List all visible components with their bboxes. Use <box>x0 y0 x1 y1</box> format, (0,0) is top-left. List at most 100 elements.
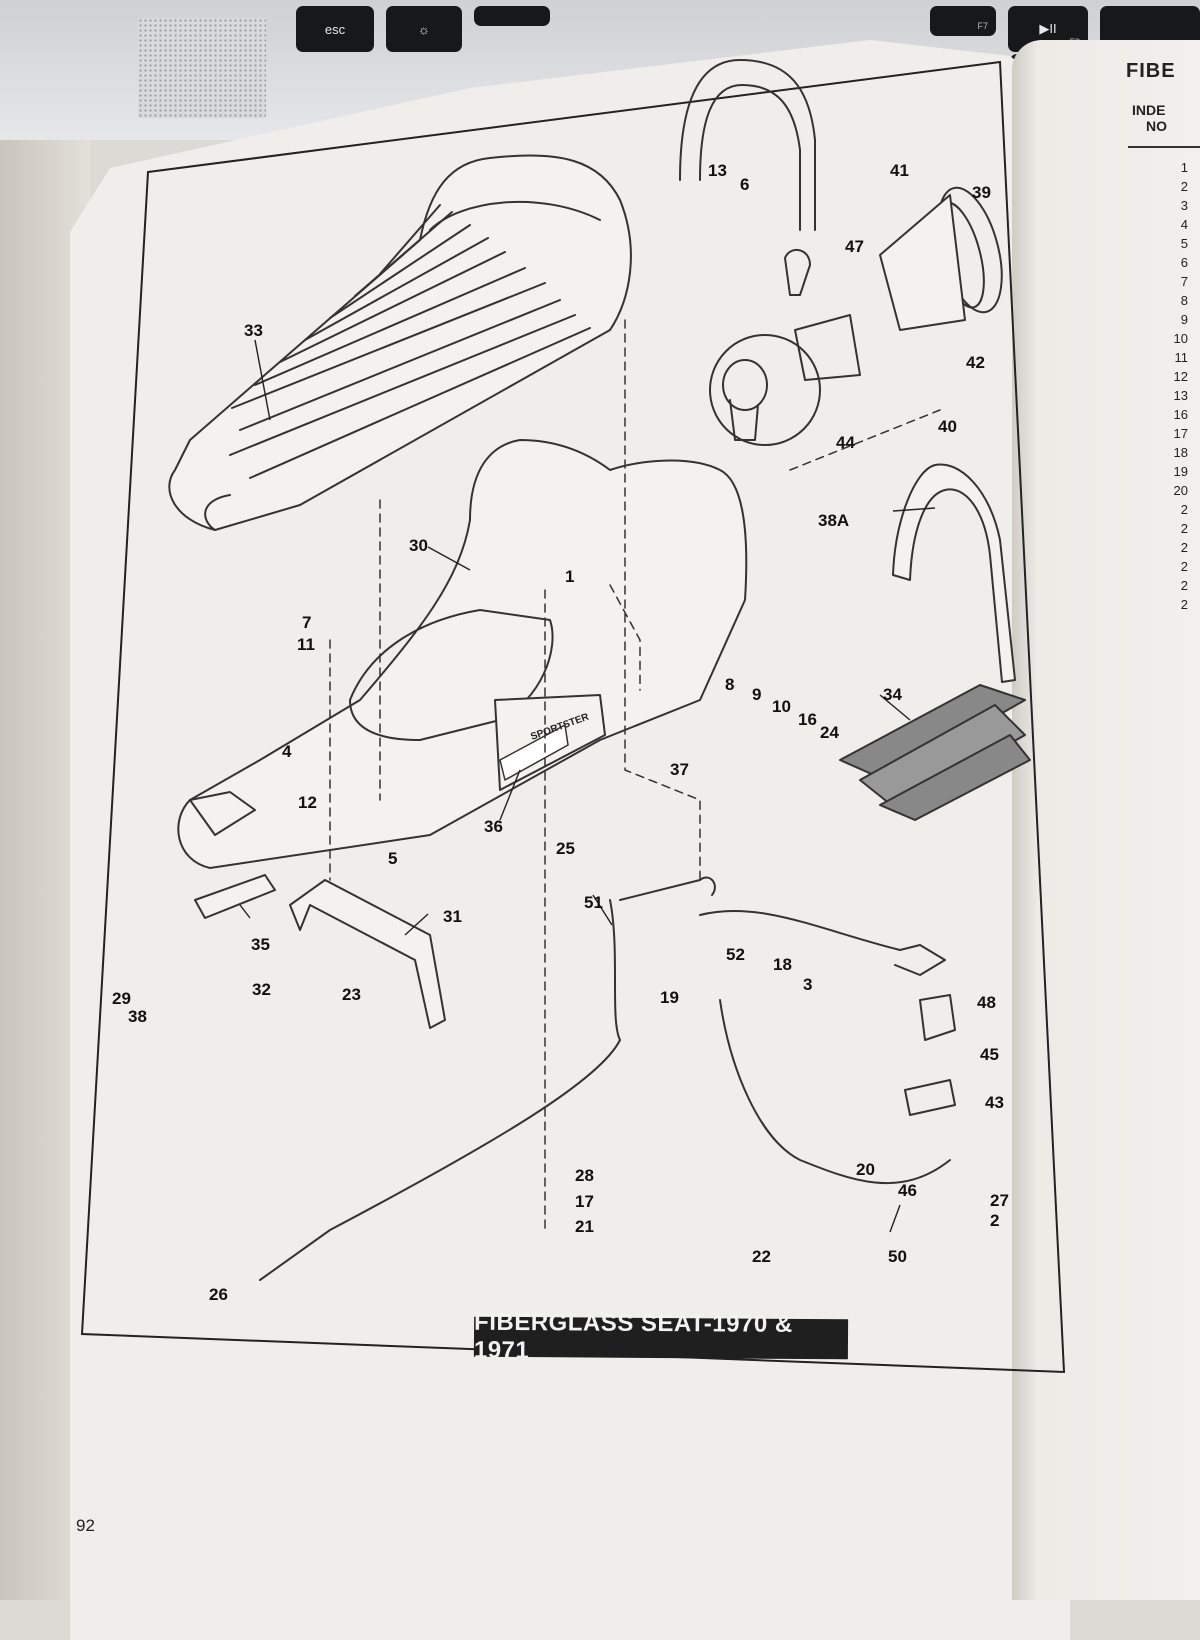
index-number: 5 <box>1180 236 1188 251</box>
part-label: 32 <box>252 980 271 999</box>
index-number: 4 <box>1180 217 1188 232</box>
part-label: 48 <box>977 993 996 1012</box>
part-label: 29 <box>112 989 131 1008</box>
part-label: 7 <box>302 613 311 632</box>
index-number: 19 <box>1173 464 1188 479</box>
ground-wire-drawing <box>719 999 951 1185</box>
index-number: 18 <box>1173 445 1188 460</box>
part-label: 11 <box>297 635 315 654</box>
part-label: 22 <box>752 1247 771 1266</box>
part-label: 30 <box>409 536 428 555</box>
right-page <box>1012 40 1200 1600</box>
keyboard-key <box>474 6 550 26</box>
page-number: 92 <box>76 1516 95 1535</box>
part-label: 21 <box>575 1217 594 1236</box>
part-label: 10 <box>772 697 791 716</box>
part-label: 28 <box>575 1166 594 1185</box>
part-label: 50 <box>888 1247 907 1266</box>
speaker-grille <box>138 18 266 118</box>
part-label: 13 <box>708 161 727 180</box>
index-number: 2 <box>1180 540 1188 555</box>
index-number: 2 <box>1180 179 1188 194</box>
index-number: 17 <box>1173 426 1188 441</box>
index-header-rule <box>1128 146 1200 148</box>
parts-diagram: 1234567891011121316171819202122232425262… <box>80 59 1066 1374</box>
index-header: INDE <box>1132 102 1166 118</box>
index-number: 7 <box>1180 274 1188 289</box>
part-label: 31 <box>443 907 462 926</box>
part-label: 37 <box>670 760 689 779</box>
seat-base-drawing <box>177 439 748 869</box>
part-label: 26 <box>209 1285 228 1304</box>
part-label: 23 <box>342 985 361 1004</box>
leader-lines <box>239 339 936 1233</box>
part-label: 42 <box>966 353 985 372</box>
part-label: 2 <box>990 1211 999 1230</box>
part-label: 44 <box>836 433 855 452</box>
part-label: 6 <box>740 175 749 194</box>
sissy-bar-drawing <box>892 463 1016 683</box>
part-label: 17 <box>575 1192 594 1211</box>
seat-cover-drawing <box>168 154 632 531</box>
part-label: 19 <box>660 988 679 1007</box>
part-label: 18 <box>773 955 792 974</box>
part-label: 34 <box>883 685 902 704</box>
right-page-title: FIBE <box>1126 60 1176 82</box>
part-label: 46 <box>898 1181 917 1200</box>
index-number: 2 <box>1180 578 1188 593</box>
index-number: 11 <box>1174 350 1189 365</box>
index-number: 9 <box>1180 312 1188 327</box>
index-number: 2 <box>1180 559 1188 574</box>
part-label: 41 <box>890 161 909 180</box>
index-number: 2 <box>1180 521 1188 536</box>
rubber-strip-drawing <box>839 684 1031 821</box>
part-label: 9 <box>752 685 761 704</box>
keyboard-key-brightness: ☼ <box>386 6 462 52</box>
part-label: 36 <box>484 817 503 836</box>
part-label: 1 <box>565 567 574 586</box>
part-label: 38A <box>818 511 849 530</box>
handrail-drawing <box>679 59 816 231</box>
part-label: 38 <box>128 1007 147 1026</box>
index-number: 8 <box>1180 293 1188 308</box>
keyboard-key-esc: esc <box>296 6 374 52</box>
index-number: 2 <box>1180 597 1188 612</box>
part-label: 47 <box>845 237 864 256</box>
index-number: 3 <box>1180 198 1188 213</box>
part-label: 33 <box>244 321 263 340</box>
index-number: 6 <box>1180 255 1188 270</box>
index-number: 16 <box>1173 407 1188 422</box>
part-label: 51 <box>584 893 603 912</box>
part-label: 3 <box>803 975 812 994</box>
part-label: 8 <box>725 675 734 694</box>
part-labels: 1234567891011121316171819202122232425262… <box>112 161 1009 1304</box>
index-header-no: NO <box>1146 118 1167 134</box>
part-label: 25 <box>556 839 575 858</box>
index-number: 13 <box>1173 388 1188 403</box>
keyboard-key-f7: F7 <box>930 6 996 36</box>
part-label: 45 <box>980 1045 999 1064</box>
part-label: 5 <box>388 849 397 868</box>
part-label: 27 <box>990 1191 1009 1210</box>
part-label: 43 <box>985 1093 1004 1112</box>
part-label: 12 <box>298 793 317 812</box>
part-label: 40 <box>938 417 957 436</box>
bracket-drawing <box>289 879 446 1029</box>
part-label: 52 <box>726 945 745 964</box>
wiring-harness-drawing <box>259 899 621 1281</box>
index-number: 12 <box>1173 369 1188 384</box>
part-label: 24 <box>820 723 839 742</box>
part-label: 4 <box>282 742 292 761</box>
part-label: 35 <box>251 935 270 954</box>
index-number: 10 <box>1173 331 1188 346</box>
index-number: 1 <box>1180 160 1188 175</box>
index-number: 2 <box>1180 502 1188 517</box>
part-label: 16 <box>798 710 817 729</box>
part-label: 20 <box>856 1160 875 1179</box>
index-number: 20 <box>1173 483 1188 498</box>
diagram-caption: FIBERGLASS SEAT-1970 & 1971 <box>474 1309 849 1364</box>
part-label: 39 <box>972 183 991 202</box>
taillight-drawing <box>709 186 1003 446</box>
plate-drawing <box>194 874 276 919</box>
